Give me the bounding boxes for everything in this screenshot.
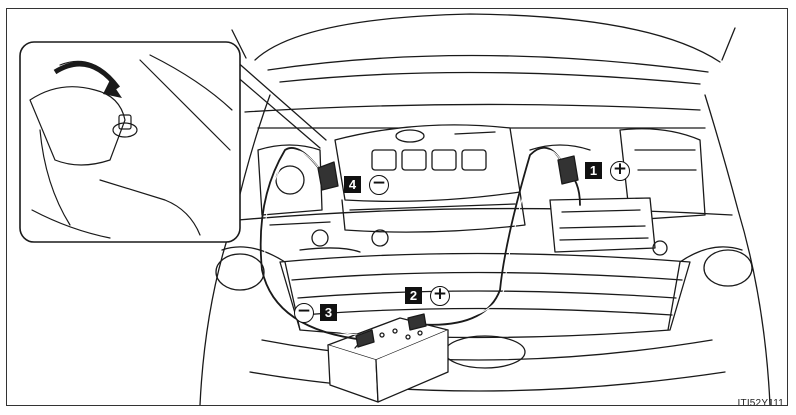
plus-circle-icon: + — [610, 161, 630, 181]
booster-battery — [327, 317, 449, 403]
ground-point-inset — [19, 41, 241, 243]
engine-cover — [334, 124, 526, 233]
step-1-badge: 1 — [585, 162, 602, 179]
step-3-badge: 3 — [320, 304, 337, 321]
front-grille — [249, 252, 726, 392]
plus-circle-icon: + — [430, 286, 450, 306]
step-4-badge: 4 — [344, 176, 361, 193]
hood — [231, 13, 736, 85]
cable-clamps — [317, 155, 579, 348]
step-2-badge: 2 — [405, 287, 422, 304]
minus-circle-icon: − — [294, 303, 314, 323]
left-components — [257, 144, 389, 253]
right-components — [529, 128, 706, 256]
figure-code: ITI52Y111 — [737, 398, 784, 409]
minus-circle-icon: − — [369, 175, 389, 195]
inset-pointer — [234, 59, 327, 149]
